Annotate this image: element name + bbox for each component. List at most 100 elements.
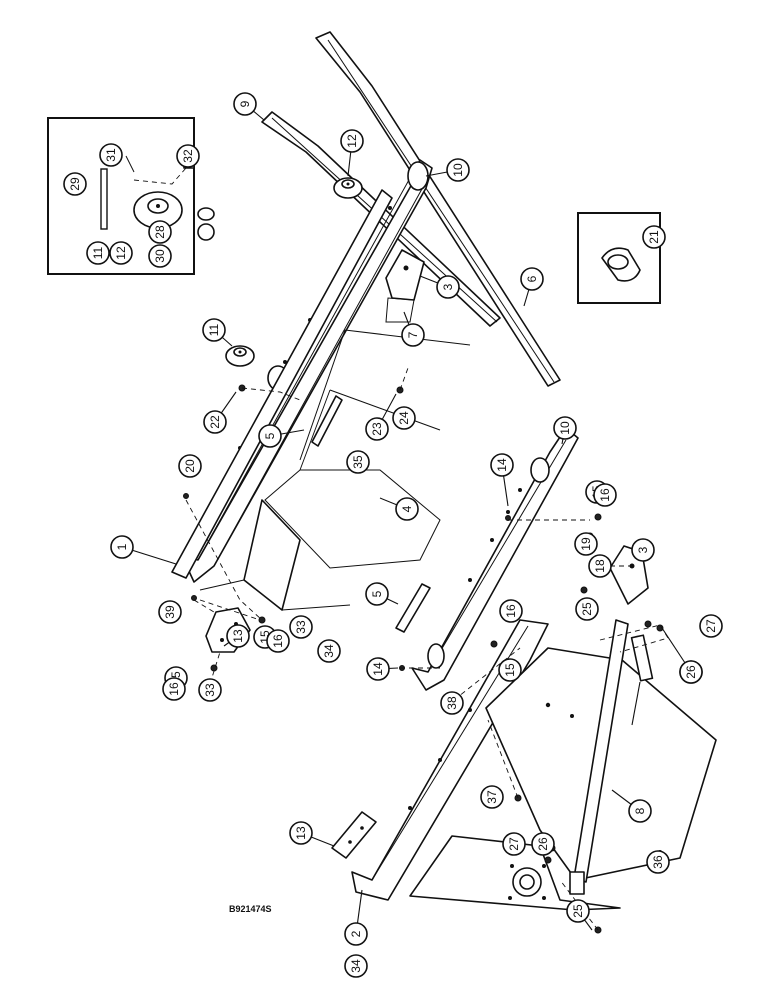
callout-circle [344, 954, 368, 978]
rubber-mount-12 [333, 177, 363, 199]
callout-number: 32 [181, 149, 195, 163]
callout-circle [553, 416, 577, 440]
callout-layer: 1233455678910101111121213131414151515151… [63, 92, 723, 978]
callout-33: 33 [198, 678, 222, 702]
callout-circle [63, 172, 87, 196]
callout-26: 26 [531, 832, 555, 856]
callout-16: 16 [593, 483, 617, 507]
callout-number: 20 [183, 459, 197, 473]
callout-30: 30 [148, 244, 172, 268]
callout-number: 28 [153, 225, 167, 239]
callout-circle [148, 244, 172, 268]
callout-11: 11 [86, 241, 110, 265]
callout-circle [346, 450, 370, 474]
callout-number: 14 [495, 458, 509, 472]
callout-circle [340, 129, 364, 153]
callout-number: 16 [504, 604, 518, 618]
callout-14: 14 [490, 453, 514, 477]
callout-number: 38 [445, 696, 459, 710]
side-panel-34-upper [243, 499, 301, 611]
diagram-linework [47, 31, 717, 934]
callout-21: 21 [642, 225, 666, 249]
callout-circle [574, 532, 598, 556]
callout-number: 16 [271, 634, 285, 648]
callout-circle [366, 657, 390, 681]
drawing-reference-code: B921474S [229, 904, 272, 914]
callout-circle [401, 323, 425, 347]
callout-10: 10 [446, 158, 470, 182]
callout-circle [365, 582, 389, 606]
callout-8: 8 [628, 799, 652, 823]
inset-detail-box [47, 117, 215, 275]
callout-25: 25 [566, 899, 590, 923]
callout-number: 8 [633, 807, 647, 814]
callout-6: 6 [520, 267, 544, 291]
callout-number: 10 [558, 421, 572, 435]
callout-circle [480, 785, 504, 809]
callout-circle [233, 92, 257, 116]
callout-number: 21 [647, 230, 661, 244]
callout-7: 7 [401, 323, 425, 347]
callout-11: 11 [202, 318, 226, 342]
callout-number: 37 [485, 790, 499, 804]
callout-circle [679, 660, 703, 684]
callout-circle [176, 144, 200, 168]
callout-circle [588, 554, 612, 578]
callout-circle [258, 424, 282, 448]
callout-number: 15 [503, 663, 517, 677]
callout-circle [162, 677, 186, 701]
cross-member-10-upper [181, 159, 433, 583]
callout-15: 15 [498, 658, 522, 682]
angle-bracket-13-lower [331, 811, 377, 859]
callout-number: 12 [114, 246, 128, 260]
callout-number: 25 [571, 904, 585, 918]
callout-circle [365, 417, 389, 441]
callout-number: 5 [263, 432, 277, 439]
callout-12: 12 [109, 241, 133, 265]
callout-circle [109, 241, 133, 265]
callout-number: 23 [370, 422, 384, 436]
callout-number: 11 [207, 323, 221, 336]
callout-5: 5 [365, 582, 389, 606]
side-member-1 [171, 189, 393, 579]
callout-16: 16 [499, 599, 523, 623]
callout-number: 29 [68, 177, 82, 191]
callout-circle [86, 241, 110, 265]
callout-number: 30 [153, 249, 167, 263]
callout-circle [99, 143, 123, 167]
callout-13: 13 [289, 821, 313, 845]
callout-10: 10 [553, 416, 577, 440]
callout-number: 16 [598, 488, 612, 502]
callout-16: 16 [162, 677, 186, 701]
callout-number: 16 [167, 682, 181, 696]
callout-5: 5 [258, 424, 282, 448]
callout-circle [531, 832, 555, 856]
strap-5-lower [395, 583, 431, 633]
callout-number: 33 [294, 620, 308, 634]
callout-circle [440, 691, 464, 715]
callout-circle [395, 497, 419, 521]
callout-number: 35 [351, 455, 365, 469]
callout-circle [178, 454, 202, 478]
callout-26: 26 [679, 660, 703, 684]
callout-circle [202, 318, 226, 342]
callout-number: 24 [397, 411, 411, 425]
callout-13: 13 [226, 624, 250, 648]
callout-number: 27 [507, 837, 521, 851]
callout-29: 29 [63, 172, 87, 196]
callout-number: 9 [238, 100, 252, 107]
callout-number: 26 [684, 665, 698, 679]
callout-19: 19 [574, 532, 598, 556]
callout-circle [642, 225, 666, 249]
callout-12: 12 [340, 129, 364, 153]
callout-number: 27 [704, 619, 718, 633]
callout-number: 36 [651, 855, 665, 869]
callout-31: 31 [99, 143, 123, 167]
callout-34: 34 [317, 639, 341, 663]
callout-number: 25 [580, 602, 594, 616]
callout-number: 11 [91, 246, 105, 259]
inset-detail-box-21 [577, 212, 661, 304]
callout-3: 3 [436, 275, 460, 299]
callout-circle [490, 453, 514, 477]
